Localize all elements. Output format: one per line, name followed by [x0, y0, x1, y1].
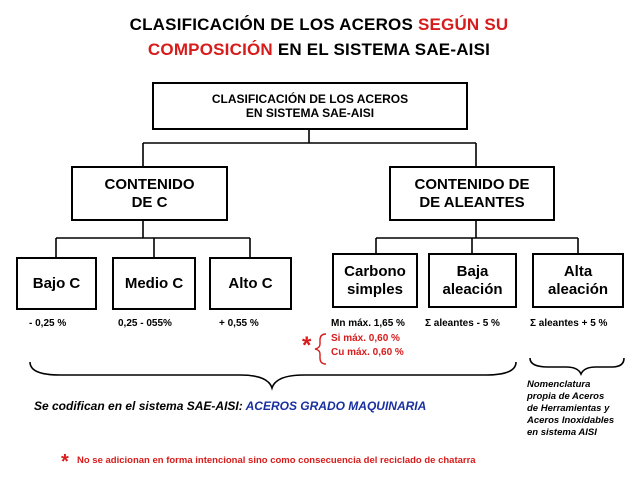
leaf-bajo-c: Bajo C [16, 257, 97, 310]
footnote-text: No se adicionan en forma intencional sin… [77, 455, 476, 466]
side-note-line4: Aceros Inoxidables [527, 414, 615, 426]
range-alta-aleacion: Σ aleantes + 5 % [530, 318, 608, 329]
branch-carbon-line2: DE C [131, 193, 168, 211]
side-note-line1: Nomenclatura [527, 379, 591, 390]
root-node-line2: EN SISTEMA SAE-AISI [245, 106, 375, 120]
branch-alloy-line2: DE ALEANTES [419, 193, 525, 211]
footnote-asterisk: * [61, 451, 69, 473]
leaf-alto-c: Alto C [209, 257, 292, 310]
branch-carbon-line1: CONTENIDO [104, 175, 195, 193]
side-note: Nomenclatura propia de Aceros de Herrami… [527, 379, 614, 438]
leaf-medio-c: Medio C [112, 257, 196, 310]
leaf-carbono-simples-line2: simples [347, 280, 403, 298]
root-node-line1: CLASIFICACIÓN DE LOS ACEROS [211, 91, 409, 106]
leaf-alto-c-label: Alto C [228, 274, 273, 292]
side-note-line2: propia de Aceros [527, 390, 605, 402]
side-note-line3: de Herramientas y [527, 402, 610, 414]
range-bajo-c: - 0,25 % [29, 318, 67, 329]
note-asterisk: * [302, 332, 312, 359]
title-highlight: COMPOSICIÓN [147, 40, 273, 59]
leaf-baja-aleacion: Baja aleación [428, 253, 517, 308]
coding-statement-prefix: Se codifican en el sistema SAE-AISI: [34, 399, 246, 413]
note-si-max: Si máx. 0,60 % [331, 333, 400, 344]
note-cu-max: Cu máx. 0,60 % [331, 347, 404, 358]
leaf-alta-aleacion-line1: Alta [563, 262, 593, 280]
coding-statement-highlight: ACEROS GRADO MAQUINARIA [245, 399, 427, 413]
side-note-line5: en sistema AISI [527, 426, 597, 438]
leaf-baja-aleacion-line2: aleación [442, 280, 503, 298]
branch-alloy-line1: CONTENIDO DE [414, 175, 530, 193]
range-medio-c: 0,25 - 055% [118, 318, 172, 329]
leaf-alta-aleacion-line2: aleación [547, 280, 609, 298]
title-text: EN EL SISTEMA SAE-AISI [272, 40, 491, 59]
leaf-baja-aleacion-line1: Baja [456, 262, 489, 280]
range-baja-aleacion: Σ aleantes - 5 % [425, 318, 500, 329]
leaf-carbono-simples-line1: Carbono [344, 262, 406, 280]
leaf-bajo-c-label: Bajo C [32, 274, 81, 292]
leaf-medio-c-label: Medio C [124, 274, 184, 292]
diagram-title-line1: CLASIFICACIÓN DE LOS ACEROS SEGÚN SU [0, 15, 638, 35]
leaf-carbono-simples: Carbono simples [332, 253, 418, 308]
range-carbono-simples: Mn máx. 1,65 % [331, 318, 405, 329]
title-text: CLASIFICACIÓN DE LOS ACEROS [129, 15, 418, 34]
leaf-alta-aleacion: Alta aleación [532, 253, 624, 308]
root-node: CLASIFICACIÓN DE LOS ACEROS EN SISTEMA S… [152, 82, 468, 130]
branch-carbon-content: CONTENIDO DE C [71, 166, 228, 221]
branch-alloy-content: CONTENIDO DE DE ALEANTES [389, 166, 555, 221]
range-alto-c: + 0,55 % [219, 318, 259, 329]
diagram-title-line2: COMPOSICIÓN EN EL SISTEMA SAE-AISI [0, 40, 638, 60]
title-highlight: SEGÚN SU [417, 15, 509, 34]
coding-statement: Se codifican en el sistema SAE-AISI: ACE… [34, 399, 426, 413]
